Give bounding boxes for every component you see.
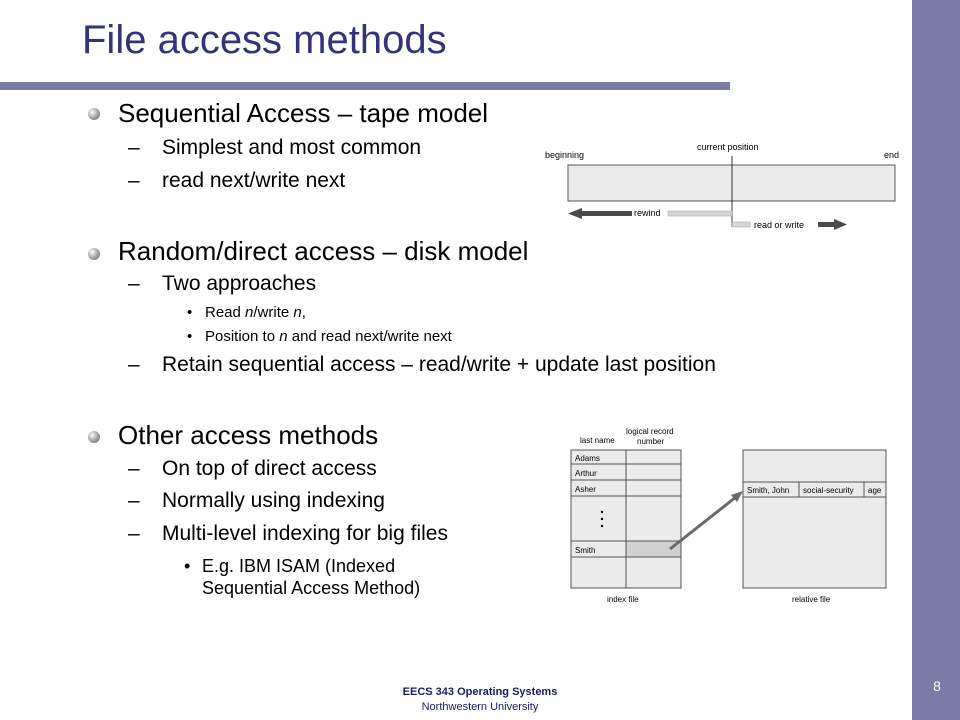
text-italic: n [293, 304, 302, 321]
rw-arrow-head [834, 219, 847, 230]
heading-sequential-access: Sequential Access – tape model [118, 98, 489, 128]
item-text: Retain sequential access – read/write + … [162, 353, 716, 376]
subitem-read-n: • Read n/write n, [187, 304, 306, 321]
item-normally-indexing: –Normally using indexing [128, 489, 385, 513]
subitem-position-to-n: • Position to n and read next/write next [187, 328, 452, 345]
dash: – [128, 169, 140, 192]
index-col-last-name: last name [580, 436, 615, 445]
bullet-dot-small: • [184, 556, 191, 576]
item-text: Normally using indexing [162, 489, 385, 512]
text: , [301, 304, 306, 321]
index-name-asher: Asher [575, 485, 596, 494]
relative-field-age: age [868, 486, 882, 495]
rewind-bar-dark [580, 211, 632, 216]
item-read-next: –read next/write next [128, 169, 345, 193]
bullet-dot-small: • [187, 328, 193, 345]
item-text: Multi-level indexing for big files [162, 522, 448, 545]
index-name-arthur: Arthur [575, 469, 597, 478]
item-multi-level: –Multi-level indexing for big files [128, 522, 448, 546]
dash: – [128, 522, 140, 545]
tape-label-beginning: beginning [545, 150, 584, 160]
rewind-arrow-head [568, 208, 582, 219]
item-text: Two approaches [162, 272, 317, 295]
index-name-adams: Adams [575, 454, 600, 463]
item-on-top: –On top of direct access [128, 457, 377, 481]
item-text: read next/write next [162, 169, 346, 192]
item-retain-sequential: –Retain sequential access – read/write +… [128, 353, 716, 377]
text-italic: n [245, 304, 254, 321]
index-file-label: index file [607, 595, 639, 604]
item-text: Simplest and most common [162, 136, 422, 159]
footer-school: Northwestern University [421, 701, 539, 713]
bullet-icon [88, 108, 100, 120]
index-col-number: number [637, 437, 664, 446]
tape-label-current-position: current position [697, 142, 759, 152]
bullet-icon [88, 248, 100, 260]
ellipsis-dot [600, 517, 604, 521]
text: and read next/write next [287, 328, 452, 345]
index-col-logical-record: logical record [626, 427, 674, 436]
heading-random-access: Random/direct access – disk model [118, 236, 529, 266]
rewind-bar-light [667, 210, 733, 217]
ellipsis-dot [600, 524, 604, 528]
tape-label-read-or-write: read or write [754, 220, 804, 230]
item-simplest: –Simplest and most common [128, 136, 421, 160]
rw-bar-light [731, 221, 751, 228]
text: Sequential Access Method) [202, 578, 421, 598]
pointer-arrow-line [669, 495, 737, 551]
dash: – [128, 136, 140, 159]
relative-field-name: Smith, John [747, 486, 789, 495]
pointer-arrow-head [731, 491, 743, 502]
relative-record-row [742, 481, 887, 498]
subitem-ibm-isam: • E.g. IBM ISAM (Indexed Sequential Acces… [184, 555, 420, 599]
text: Position to [205, 328, 280, 345]
text: E.g. IBM ISAM (Indexed [202, 556, 396, 576]
text-italic: n [279, 328, 288, 345]
text: Read [205, 304, 246, 321]
heading-other-methods: Other access methods [118, 420, 379, 450]
tape-label-rewind: rewind [634, 208, 661, 218]
title-underline [0, 82, 730, 90]
dash: – [128, 353, 140, 376]
tape-label-end: end [884, 150, 899, 160]
bullet-icon [88, 431, 100, 443]
bullet-dot-small: • [187, 304, 193, 321]
slide-title: File access methods [82, 18, 447, 62]
dash: – [128, 272, 140, 295]
index-name-smith: Smith [575, 546, 595, 555]
item-two-approaches: –Two approaches [128, 272, 316, 296]
ellipsis-dot [600, 510, 604, 514]
item-text: On top of direct access [162, 457, 377, 480]
relative-file-label: relative file [792, 595, 831, 604]
sidebar-band [912, 0, 960, 720]
dash: – [128, 457, 140, 480]
relative-field-ssn: social-security [803, 486, 854, 495]
index-smith-record-cell [625, 540, 682, 558]
dash: – [128, 489, 140, 512]
relative-file-box [742, 449, 887, 589]
page-number: 8 [933, 678, 941, 694]
footer-course: EECS 343 Operating Systems [402, 686, 558, 698]
rw-bar-dark [818, 222, 835, 227]
text: /write [253, 304, 294, 321]
